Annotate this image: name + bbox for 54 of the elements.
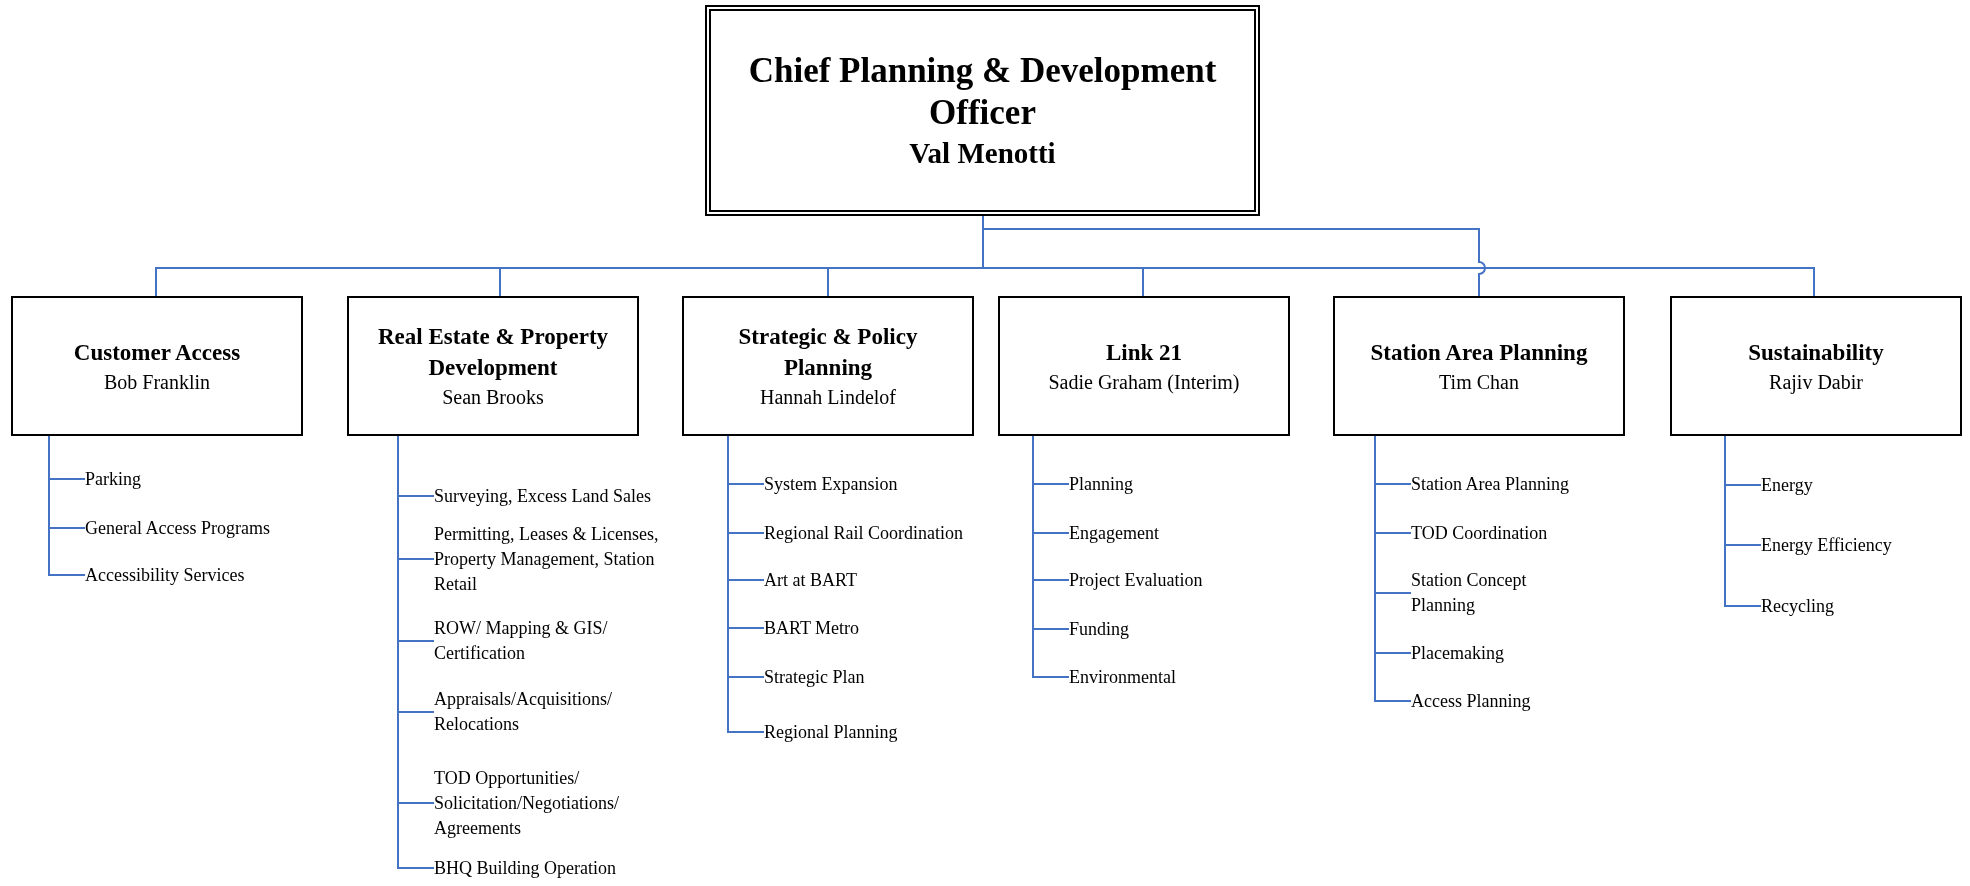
function-label: General Access Programs bbox=[85, 515, 270, 541]
function-label: BHQ Building Operation bbox=[434, 855, 616, 881]
box-heading: Customer Access bbox=[73, 338, 241, 367]
function-label: Placemaking bbox=[1411, 640, 1504, 666]
function-label: Surveying, Excess Land Sales bbox=[434, 483, 651, 509]
function-label: Energy Efficiency bbox=[1761, 532, 1892, 558]
function-label: Funding bbox=[1069, 616, 1129, 642]
connector-line bbox=[48, 435, 86, 576]
person-name: Rajiv Dabir bbox=[1769, 369, 1863, 396]
person-name: Sean Brooks bbox=[442, 385, 544, 410]
function-label: Planning bbox=[1069, 471, 1133, 497]
connector-line bbox=[1032, 435, 1070, 678]
function-label: Project Evaluation bbox=[1069, 567, 1203, 593]
person-name: Sadie Graham (Interim) bbox=[1048, 369, 1240, 396]
person-name: Val Menotti bbox=[909, 135, 1056, 171]
function-label: System Expansion bbox=[764, 471, 898, 497]
function-label: BART Metro bbox=[764, 615, 860, 641]
function-label: Regional Rail Coordination bbox=[764, 520, 963, 546]
department-box bbox=[11, 296, 303, 436]
function-label: Recycling bbox=[1761, 593, 1834, 619]
function-label: Accessibility Services bbox=[85, 562, 245, 588]
person-name: Bob Franklin bbox=[103, 369, 211, 395]
function-label: ROW/ Mapping & GIS/ Certification bbox=[434, 616, 634, 666]
box-heading: Strategic & Policy Planning bbox=[737, 323, 919, 382]
function-label: Energy bbox=[1761, 472, 1813, 498]
connector-line bbox=[727, 435, 765, 733]
title-box bbox=[705, 5, 1260, 216]
function-label: Access Planning bbox=[1411, 688, 1531, 714]
person-name: Hannah Lindelof bbox=[759, 385, 897, 410]
function-label: Appraisals/Acquisitions/ Relocations bbox=[434, 687, 649, 737]
function-label: TOD Coordination bbox=[1411, 520, 1548, 546]
function-label: Environmental bbox=[1069, 664, 1176, 690]
function-label: Permitting, Leases & Licenses, Property Management, Station Retail bbox=[434, 521, 659, 597]
connector-line bbox=[1724, 435, 1762, 607]
function-label: TOD Opportunities/ Solicitation/Negotiations/ Agreements bbox=[434, 765, 664, 841]
department-box bbox=[1670, 296, 1962, 436]
function-label: Regional Planning bbox=[764, 719, 898, 745]
department-box bbox=[682, 296, 974, 436]
function-label: Engagement bbox=[1069, 520, 1159, 546]
department-box bbox=[998, 296, 1290, 436]
box-heading: Link 21 bbox=[1105, 338, 1183, 367]
box-heading: Sustainability bbox=[1748, 338, 1884, 367]
connector-line bbox=[1374, 435, 1412, 702]
function-label: Strategic Plan bbox=[764, 664, 865, 690]
department-box bbox=[347, 296, 639, 436]
department-box bbox=[1333, 296, 1625, 436]
box-heading: Chief Planning & Development Officer bbox=[747, 49, 1218, 134]
box-heading: Station Area Planning bbox=[1370, 338, 1588, 367]
function-label: Station Area Planning bbox=[1411, 471, 1569, 497]
function-label: Station Concept Planning bbox=[1411, 568, 1561, 618]
person-name: Tim Chan bbox=[1439, 369, 1519, 395]
box-heading: Real Estate & Property Development bbox=[376, 323, 610, 382]
function-label: Parking bbox=[85, 466, 141, 492]
function-label: Art at BART bbox=[764, 567, 857, 593]
